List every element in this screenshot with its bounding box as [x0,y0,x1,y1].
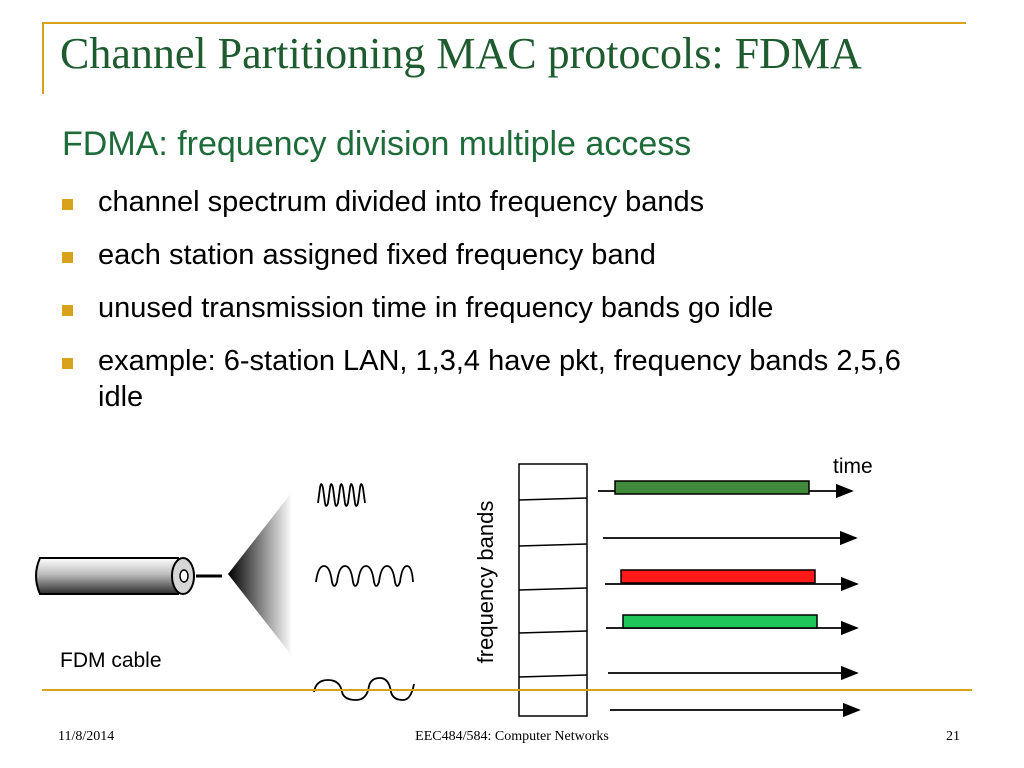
fdm-cable-label: FDM cable [60,649,162,672]
high-frequency-wave-icon [317,483,366,507]
band-3-transmission [620,569,816,584]
frequency-band-stack [518,463,588,717]
low-frequency-wave-icon [313,677,415,701]
bullet-list: channel spectrum divided into frequency … [62,184,932,432]
footer-rule [42,689,972,691]
band-1-transmission [614,480,810,495]
footer-date: 11/8/2014 [58,729,115,744]
time-label: time [833,455,873,478]
bullet-item: each station assigned fixed frequency ba… [62,237,932,273]
medium-frequency-wave-icon [315,565,414,587]
square-bullet-icon [62,305,73,316]
bullet-text: each station assigned fixed frequency ba… [98,239,656,271]
bullet-text: channel spectrum divided into frequency … [98,186,705,218]
signal-spread-fan [228,492,292,656]
title-frame-horizontal [42,22,966,24]
square-bullet-icon [62,199,73,210]
slide-title: Channel Partitioning MAC protocols: FDMA [60,29,862,78]
frequency-bands-label: frequency bands [473,500,498,664]
footer-page-number: 21 [946,729,960,744]
bullet-item: unused transmission time in frequency ba… [62,290,932,326]
bullet-item: channel spectrum divided into frequency … [62,184,932,220]
fdm-cable-icon [35,557,222,595]
bullet-text: unused transmission time in frequency ba… [98,292,774,324]
bullet-item: example: 6-station LAN, 1,3,4 have pkt, … [62,343,932,415]
footer-course: EEC484/584: Computer Networks [415,729,609,744]
title-frame-vertical [42,22,44,94]
square-bullet-icon [62,358,73,369]
slide-subtitle: FDMA: frequency division multiple access [62,125,692,163]
band-4-transmission [622,614,818,629]
bullet-text: example: 6-station LAN, 1,3,4 have pkt, … [98,345,901,413]
square-bullet-icon [62,252,73,263]
